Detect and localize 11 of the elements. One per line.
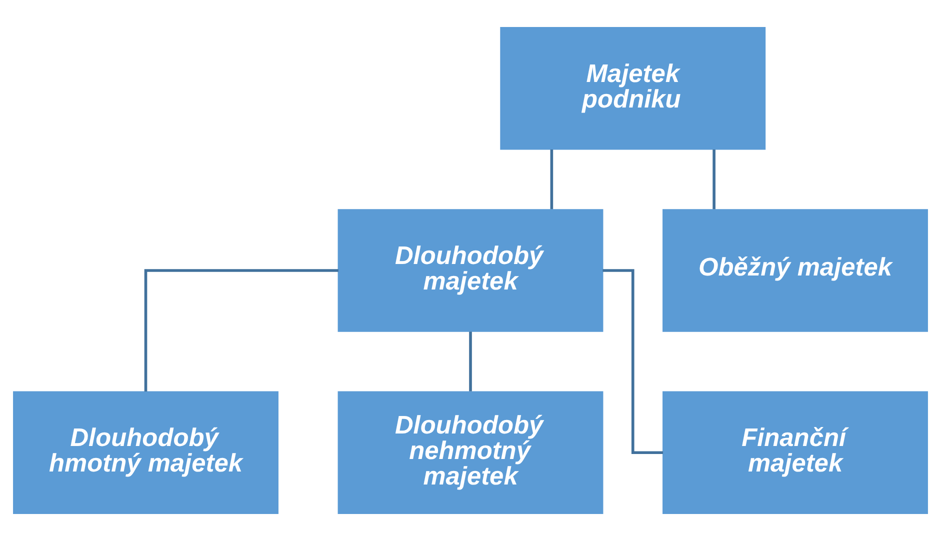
node-box: Finanční majetek (662, 390, 928, 514)
connector (602, 268, 664, 454)
node-box: Majetek podniku (500, 26, 766, 150)
node-box: Dlouhodobý hmotný majetek (13, 390, 278, 514)
connector (712, 149, 716, 209)
node-box: Dlouhodobý nehmotný majetek (338, 390, 604, 514)
node-box: Dlouhodobý majetek (338, 208, 604, 332)
connector (469, 331, 472, 391)
connector (550, 149, 554, 209)
node-box: Oběžný majetek (662, 208, 928, 332)
connector (144, 268, 338, 391)
